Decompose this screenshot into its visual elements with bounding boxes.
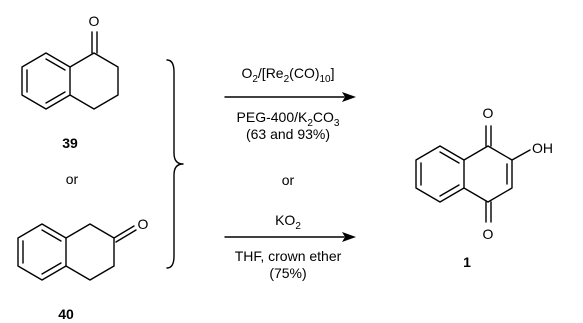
compound-1-structure [415, 125, 531, 223]
compound-label-1: 1 [463, 254, 471, 270]
lower-reagent: KO2 [275, 212, 301, 232]
compound-39-structure [21, 31, 119, 110]
upper-reagent: O2/[Re2(CO)10] [241, 65, 334, 85]
or-between-conditions: or [282, 172, 295, 188]
benzene-ring-1 [415, 145, 465, 203]
atom-o-39: O [89, 13, 100, 29]
lower-yield: (75%) [269, 265, 306, 281]
compound-40-structure [17, 223, 137, 281]
ketone-ring-39 [69, 52, 119, 110]
compound-label-40: 40 [58, 306, 74, 322]
upper-yield: (63 and 93%) [246, 126, 330, 142]
curly-brace [166, 59, 184, 269]
benzene-ring-39 [21, 52, 71, 110]
atom-hydroxyl-1: OH [532, 140, 553, 156]
ketone-ring-40 [65, 223, 115, 281]
upper-solvent: PEG-400/K2CO3 [237, 109, 340, 129]
atom-o-top-1: O [483, 105, 494, 121]
lower-reaction-arrow [224, 232, 356, 242]
atom-o-bottom-1: O [483, 226, 494, 242]
benzene-ring-40 [17, 223, 67, 281]
lower-solvent: THF, crown ether [235, 248, 342, 264]
or-between-substrates: or [66, 171, 79, 187]
atom-o-40: O [138, 216, 149, 232]
quinone-ring-1 [463, 145, 513, 203]
compound-label-39: 39 [62, 135, 78, 151]
upper-reagent-main: O [241, 65, 252, 81]
upper-reaction-arrow [224, 92, 356, 102]
